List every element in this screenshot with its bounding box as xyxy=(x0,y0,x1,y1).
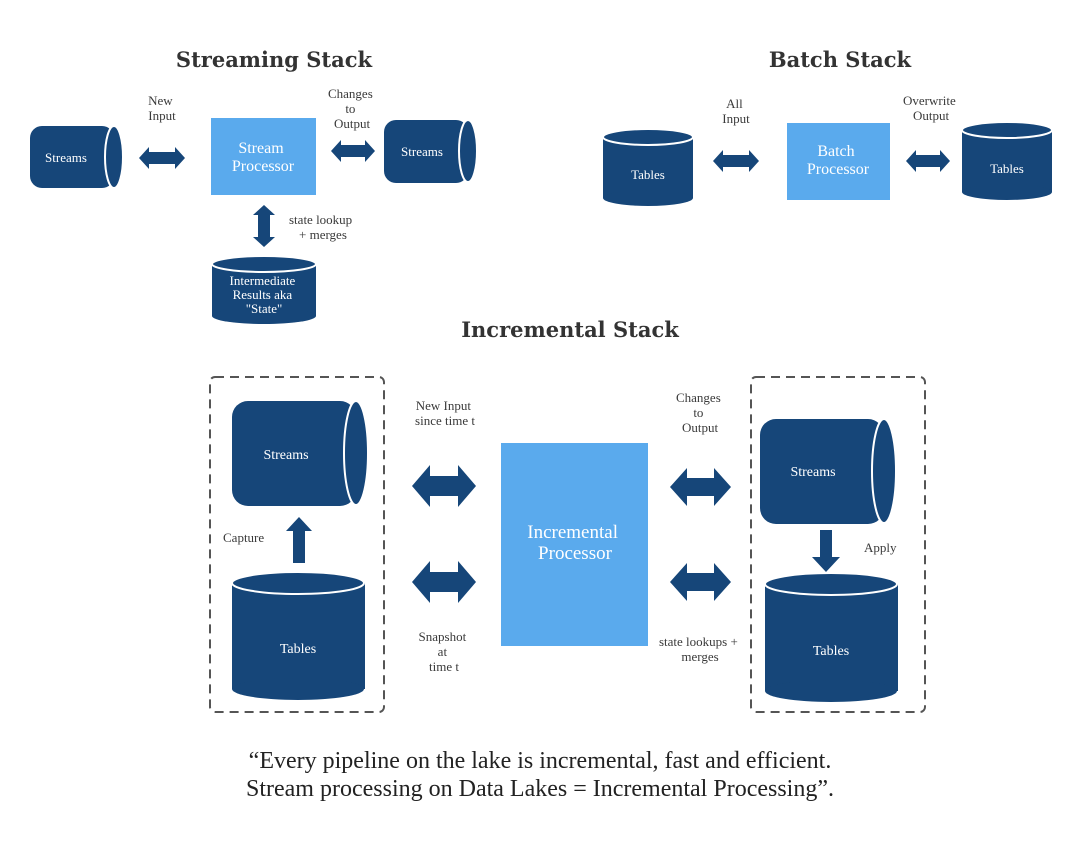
apply-label: Apply xyxy=(864,540,897,555)
streaming-stack-title: Streaming Stack xyxy=(176,47,373,72)
incremental-processor-label: Incremental Processor xyxy=(527,522,622,564)
incremental-right-tables-cylinder: Tables xyxy=(764,572,898,702)
batch-overwrite-output-label: Overwrite Output xyxy=(903,93,959,123)
incremental-right-streams-cylinder: Streams xyxy=(760,418,897,524)
streaming-streams-out-label: Streams xyxy=(401,144,443,159)
streaming-output-double-arrow xyxy=(331,140,375,162)
batch-tables-out-cylinder: Tables xyxy=(961,121,1053,200)
batch-stack-title: Batch Stack xyxy=(769,47,912,72)
quote-line-1: “Every pipeline on the lake is increment… xyxy=(249,748,832,774)
batch-input-double-arrow xyxy=(713,150,759,172)
state-lookups-label: state lookups + merges xyxy=(659,634,741,664)
intermediate-state-cylinder: Intermediate Results aka "State" xyxy=(211,255,317,324)
batch-tables-in-cylinder: Tables xyxy=(602,128,694,206)
changes-output-double-arrow xyxy=(670,468,731,506)
quote-line-2: Stream processing on Data Lakes = Increm… xyxy=(246,776,834,802)
state-lookups-double-arrow xyxy=(670,563,731,601)
streaming-streams-out-cylinder: Streams xyxy=(384,119,478,183)
intermediate-state-label: Intermediate Results aka "State" xyxy=(230,273,299,316)
incremental-left-group xyxy=(209,376,385,713)
incremental-changes-output-label: Changes to Output xyxy=(676,390,724,435)
incremental-left-streams-label: Streams xyxy=(263,448,308,463)
new-input-since-label: New Input since time t xyxy=(415,398,475,428)
batch-tables-in-label: Tables xyxy=(631,167,665,182)
streaming-new-input-label: New Input xyxy=(148,93,176,123)
incremental-processor-box: Incremental Processor xyxy=(501,443,648,646)
streaming-state-lookup-label: state lookup + merges xyxy=(289,212,355,242)
streaming-input-double-arrow xyxy=(139,147,185,169)
streaming-state-double-arrow xyxy=(253,205,275,247)
incremental-stack-title: Incremental Stack xyxy=(461,317,679,342)
batch-processor-label: Batch Processor xyxy=(807,143,870,178)
incremental-left-tables-cylinder: Tables xyxy=(231,571,365,700)
capture-up-arrow xyxy=(286,517,312,563)
batch-tables-out-label: Tables xyxy=(990,161,1024,176)
incremental-right-tables-label: Tables xyxy=(813,644,849,659)
streaming-changes-output-label: Changes to Output xyxy=(328,86,376,131)
snapshot-double-arrow xyxy=(412,561,476,603)
stream-processor-label: Stream Processor xyxy=(232,140,295,175)
stream-processor-box: Stream Processor xyxy=(211,118,316,195)
incremental-left-streams-cylinder: Streams xyxy=(232,400,369,506)
snapshot-label: Snapshot at time t xyxy=(419,629,470,674)
apply-down-arrow xyxy=(812,530,840,572)
batch-all-input-label: All Input xyxy=(722,96,750,126)
batch-processor-box: Batch Processor xyxy=(787,123,890,200)
incremental-left-tables-label: Tables xyxy=(280,642,316,657)
new-input-double-arrow xyxy=(412,465,476,507)
streaming-streams-in-cylinder: Streams xyxy=(30,125,124,189)
incremental-right-group xyxy=(750,376,926,713)
streaming-streams-in-label: Streams xyxy=(45,150,87,165)
capture-label: Capture xyxy=(223,530,264,545)
incremental-right-streams-label: Streams xyxy=(790,465,835,480)
batch-output-double-arrow xyxy=(906,150,950,172)
